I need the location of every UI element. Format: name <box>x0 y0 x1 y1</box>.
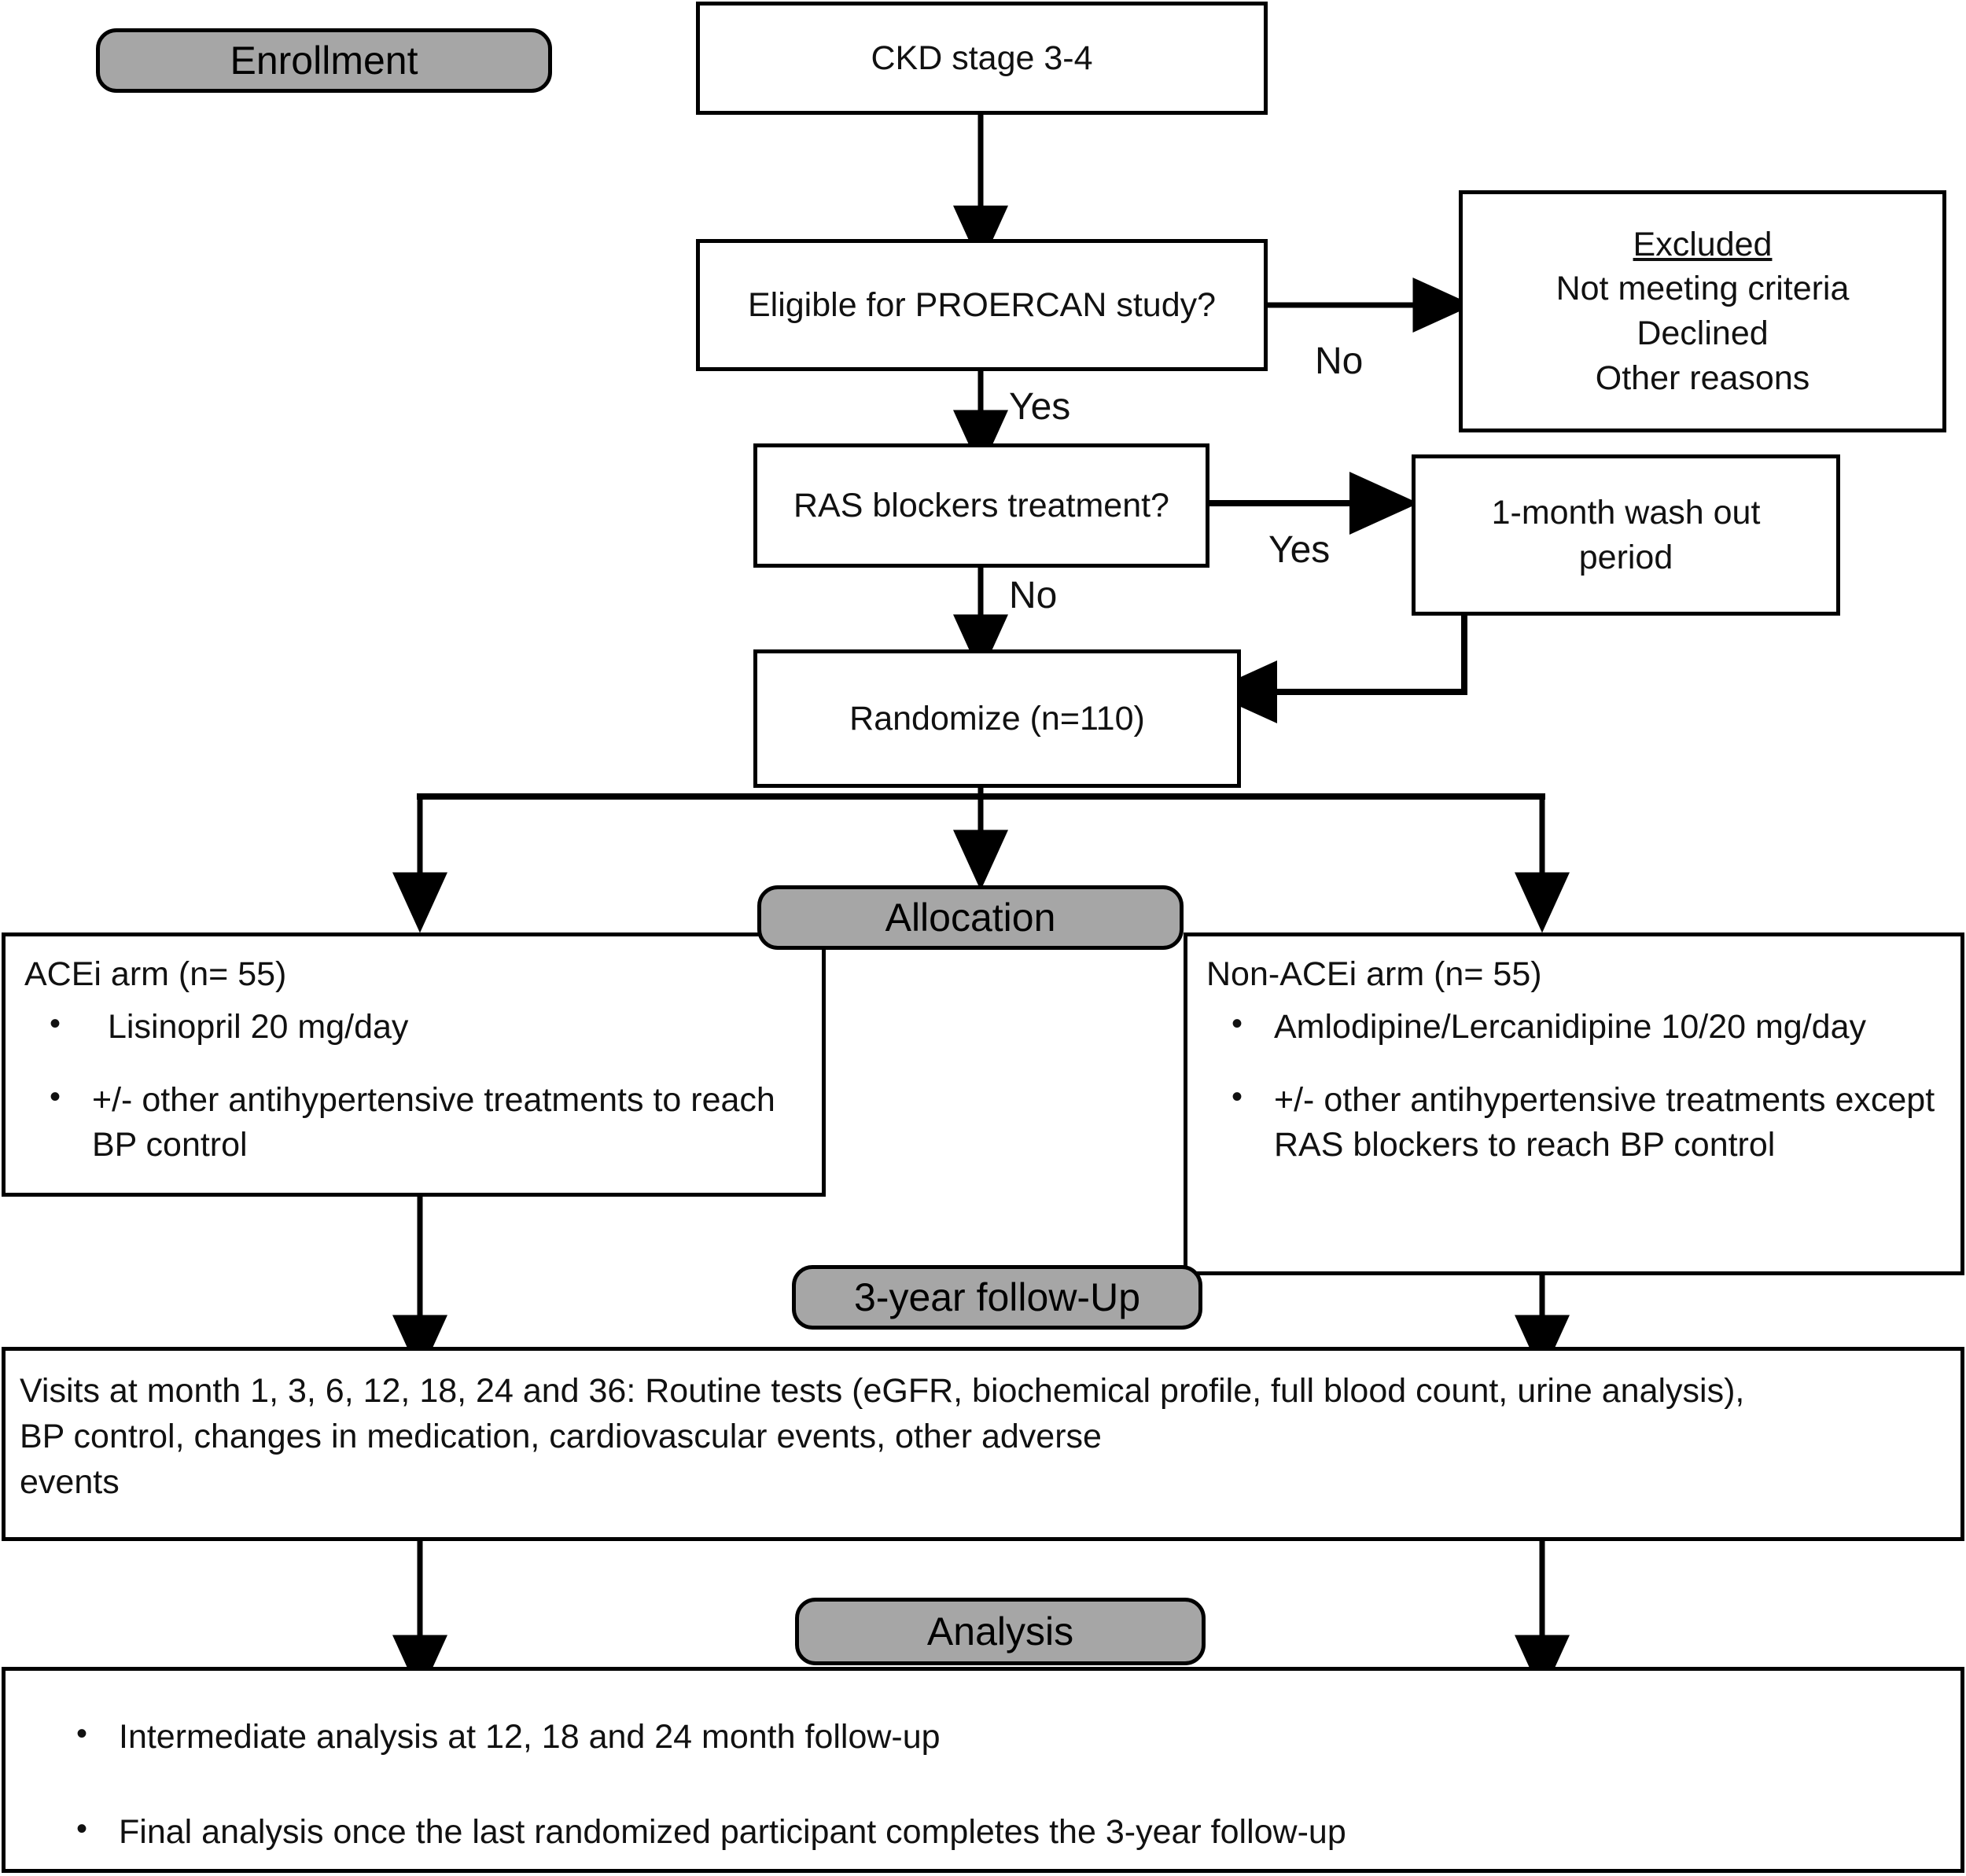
node-acei-bullet-1: Lisinopril 20 mg/day <box>108 1007 409 1046</box>
node-eligible-question-label: Eligible for PROERCAN study? <box>747 285 1217 324</box>
node-acei-arm: ACEi arm (n= 55) Lisinopril 20 mg/day +/… <box>2 932 826 1197</box>
node-nonacei-arm-title: Non-ACEi arm (n= 55) <box>1206 955 1542 993</box>
node-ckd-stage-label: CKD stage 3-4 <box>871 39 1093 77</box>
node-randomize: Randomize (n=110) <box>753 649 1241 788</box>
phase-badge-analysis: Analysis <box>795 1598 1206 1665</box>
node-visits-line2: BP control, changes in medication, cardi… <box>20 1418 1102 1456</box>
node-eligible-question: Eligible for PROERCAN study? <box>696 239 1268 371</box>
node-acei-bullet-2: +/- other antihypertensive treatments to… <box>92 1080 775 1164</box>
list-item: +/- other antihypertensive treatments ex… <box>1232 1076 1942 1168</box>
node-randomize-label: Randomize (n=110) <box>849 699 1145 738</box>
node-ras-question-label: RAS blockers treatment? <box>793 486 1169 524</box>
node-nonacei-bullet-2: +/- other antihypertensive treatments ex… <box>1274 1080 1935 1164</box>
edge-label-eligible-no-text: No <box>1315 340 1364 382</box>
node-acei-arm-bullet-list: Lisinopril 20 mg/day +/- other antihyper… <box>24 1003 803 1168</box>
list-item: Intermediate analysis at 12, 18 and 24 m… <box>76 1713 1946 1760</box>
phase-badge-allocation-label: Allocation <box>885 896 1056 940</box>
node-visits-line3: events <box>20 1463 120 1502</box>
edge-label-ras-no-text: No <box>1009 575 1058 616</box>
node-excluded-reason-1: Not meeting criteria <box>1555 270 1850 308</box>
list-item: Amlodipine/Lercanidipine 10/20 mg/day <box>1232 1003 1942 1050</box>
node-excluded-reason-3: Other reasons <box>1595 359 1810 397</box>
node-analysis-bullet-2: Final analysis once the last randomized … <box>119 1813 1346 1852</box>
node-excluded-title: Excluded <box>1633 225 1773 263</box>
node-visits: Visits at month 1, 3, 6, 12, 18, 24 and … <box>2 1347 1964 1541</box>
node-analysis-bullet-1: Intermediate analysis at 12, 18 and 24 m… <box>119 1718 941 1756</box>
edge-label-eligible-no: No <box>1315 340 1363 383</box>
phase-badge-enrollment: Enrollment <box>96 28 552 93</box>
edge-label-ras-yes-text: Yes <box>1268 529 1331 571</box>
node-nonacei-arm: Non-ACEi arm (n= 55) Amlodipine/Lercanid… <box>1184 932 1964 1275</box>
phase-badge-enrollment-label: Enrollment <box>230 39 418 83</box>
node-excluded-reason-2: Declined <box>1636 315 1769 352</box>
node-analysis: Intermediate analysis at 12, 18 and 24 m… <box>2 1667 1964 1873</box>
edge-label-eligible-yes: Yes <box>1009 385 1070 429</box>
edge-washout-to-randomize <box>1208 615 1467 723</box>
phase-badge-followup-label: 3-year follow-Up <box>853 1275 1140 1319</box>
node-acei-arm-title: ACEi arm (n= 55) <box>24 955 287 993</box>
node-washout-line1: 1-month wash out <box>1491 493 1761 532</box>
node-ckd-stage: CKD stage 3-4 <box>696 2 1268 115</box>
phase-badge-followup: 3-year follow-Up <box>792 1265 1202 1330</box>
node-nonacei-arm-bullet-list: Amlodipine/Lercanidipine 10/20 mg/day +/… <box>1206 1003 1942 1168</box>
edge-label-ras-yes: Yes <box>1268 528 1330 572</box>
node-analysis-bullet-list: Intermediate analysis at 12, 18 and 24 m… <box>20 1713 1946 1855</box>
list-item: +/- other antihypertensive treatments to… <box>50 1076 803 1168</box>
edge-label-ras-no: No <box>1009 574 1057 617</box>
node-ras-question: RAS blockers treatment? <box>753 443 1209 568</box>
edge-label-eligible-yes-text: Yes <box>1009 386 1071 428</box>
node-excluded: Excluded Not meeting criteria Declined O… <box>1459 190 1946 432</box>
node-nonacei-bullet-1: Amlodipine/Lercanidipine 10/20 mg/day <box>1274 1007 1866 1046</box>
phase-badge-analysis-label: Analysis <box>926 1609 1074 1653</box>
node-washout: 1-month wash out period <box>1412 454 1840 616</box>
node-washout-line2: period <box>1578 538 1673 576</box>
list-item: Final analysis once the last randomized … <box>76 1808 1946 1855</box>
node-visits-line1: Visits at month 1, 3, 6, 12, 18, 24 and … <box>20 1372 1745 1410</box>
list-item: Lisinopril 20 mg/day <box>50 1003 803 1050</box>
phase-badge-allocation: Allocation <box>757 885 1184 950</box>
